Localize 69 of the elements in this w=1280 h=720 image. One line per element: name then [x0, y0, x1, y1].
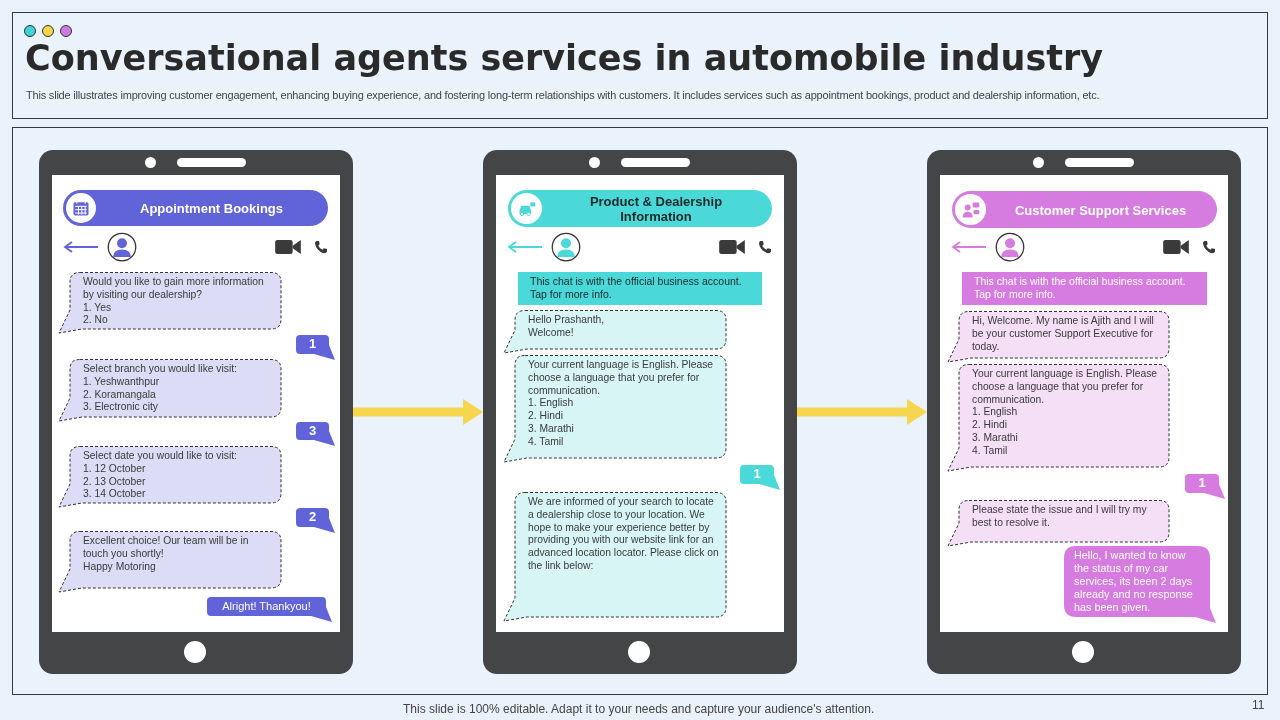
message-text: Excellent choice! Our team will be in touch you shortly! [83, 535, 250, 561]
reply-bubble [1185, 474, 1226, 500]
message-text: Hi, Welcome. My name is Ajith and I will be your customer Support Executive for today. [972, 315, 1155, 354]
message-line: Welcome! [528, 326, 575, 340]
info-banner: This chat is with the official business account. Tap for more info. [962, 272, 1207, 305]
message-text: We are informed of your search to locate a dealership close to your location. We hope to make your experience better by providing you with our website link for an advanced location locator. Please click on the link below: [528, 496, 720, 573]
message-text: Please state the issue and I will try my best to resolve it. [972, 504, 1148, 530]
chat-bubble [503, 492, 727, 622]
message-line: 1. English [528, 397, 575, 411]
message-line: 1. Yes [83, 301, 113, 315]
reply-bubble [296, 335, 336, 361]
message-line: 2. Hindi [528, 410, 564, 423]
category-pill [63, 190, 328, 226]
phone-frame [483, 150, 797, 674]
reply-text: 2 [308, 511, 317, 524]
message-line: 3. Electronic city [83, 401, 159, 415]
chat-bubble [503, 310, 727, 354]
info-banner: This chat is with the official business account. Tap for more info. [518, 272, 762, 305]
message-line: 3. 14 October [83, 488, 147, 502]
chat-bubble [947, 311, 1170, 363]
phone-frame [927, 150, 1241, 674]
reply-bubble [207, 597, 333, 623]
reply-text: Alright! Thankyou! [222, 600, 311, 613]
message-line: 2. Koramangala [83, 388, 157, 402]
message-line: 3. Marathi [972, 432, 1019, 445]
message-line: 1. 12 October [83, 462, 147, 476]
chat-bubble [58, 359, 282, 422]
phone-frame [39, 150, 353, 674]
flow-arrow [353, 399, 483, 425]
reply-text: 1 [1198, 477, 1206, 490]
message-text: Your current language is English. Please choose a language that you prefer for communication. [972, 368, 1159, 407]
category-pill [952, 191, 1217, 228]
message-text: Select branch you would like visit: [83, 363, 238, 376]
slide-title: Conversational agents services in automobile industry [25, 38, 1104, 78]
message-line: 1. Yeshwanthpur [83, 375, 161, 389]
category-title: Customer Support Services [1013, 202, 1188, 217]
message-line: 2. Hindi [972, 419, 1008, 432]
message-line: 1. English [972, 406, 1019, 420]
chat-bubble [58, 531, 282, 593]
chat-bubble [58, 446, 282, 508]
reply-bubble [296, 508, 336, 534]
message-line: Happy Motoring [83, 560, 157, 574]
reply-bubble [1064, 546, 1217, 624]
reply-text: 1 [753, 468, 761, 481]
category-pill [508, 190, 772, 227]
message-line: 2. No [83, 314, 109, 328]
message-line: 4. Tamil [972, 444, 1009, 458]
chat-bubble [58, 272, 282, 334]
chat-bubble [947, 364, 1170, 472]
message-text: Would you like to gain more information by visiting our dealership? [83, 276, 265, 302]
footer-note: This slide is 100% editable. Adapt it to your needs and capture your audience's attention. [403, 702, 875, 716]
reply-text: 3 [308, 424, 317, 438]
message-text: Your current language is English. Please choose a language that you prefer for communication. [528, 359, 715, 398]
message-line: 3. Marathi [528, 423, 575, 436]
message-text: Hello, I wanted to know the status of my car services, its been 2 days already and no response has been given. [1074, 549, 1194, 614]
message-line: 2. 13 October [83, 475, 147, 489]
message-text: Select date you would like to visit: [83, 450, 238, 463]
message-line: 4. Tamil [528, 435, 565, 449]
message-text: Hello Prashanth, [528, 314, 606, 327]
slide-subtitle: This slide illustrates improving customer engagement, enhancing buying experience, and fostering long-term relationships with customers. It includes services such as appointment bookings, product and dealership information, etc. [26, 89, 1100, 101]
page-number: 11 [1252, 698, 1265, 712]
chat-bubble [947, 500, 1170, 547]
category-title: Product & Dealership Information [588, 193, 724, 224]
reply-bubble [296, 422, 336, 447]
reply-text: 1 [308, 338, 317, 351]
flow-arrow [797, 399, 927, 425]
chat-bubble [503, 355, 727, 463]
reply-bubble [740, 465, 781, 491]
category-title: Appointment Bookings [139, 200, 284, 216]
